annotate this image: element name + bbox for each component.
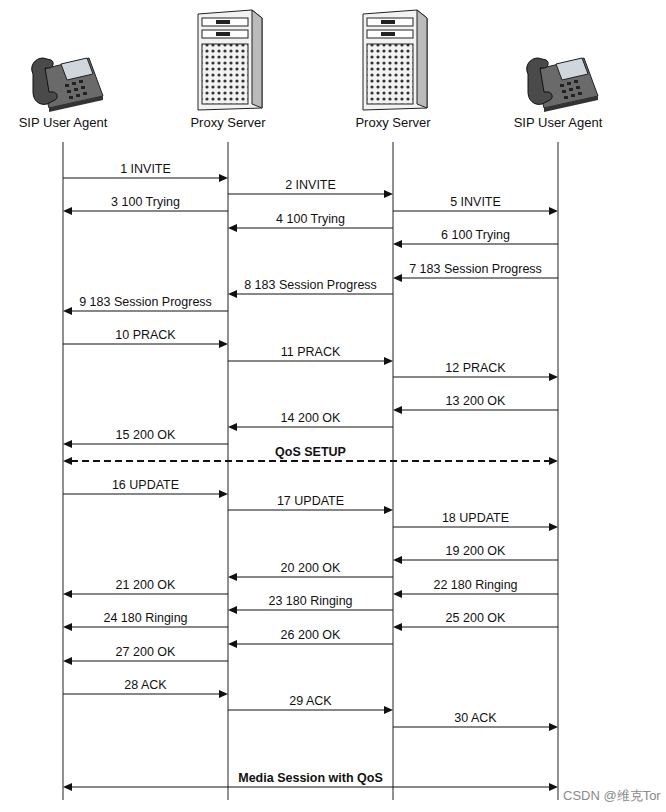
message-label: 21 200 OK: [114, 578, 178, 592]
message-label: 6 100 Trying: [439, 228, 512, 242]
message-label: 30 ACK: [452, 711, 498, 725]
server-icon: [363, 10, 427, 110]
message-label: 13 200 OK: [444, 394, 508, 408]
message-label: 22 180 Ringing: [431, 578, 519, 592]
message-label: 20 200 OK: [279, 561, 343, 575]
message-label: 8 183 Session Progress: [242, 278, 379, 292]
entity-name: SIP User Agent: [512, 115, 605, 131]
entity-label-box: Proxy Server: [353, 115, 432, 131]
entity-label-box: SIP User Agent: [512, 115, 605, 131]
entity-label-box: Proxy Server: [188, 115, 267, 131]
message-label: 24 180 Ringing: [101, 611, 189, 625]
message-label: 17 UPDATE: [275, 494, 346, 508]
entity-name: Proxy Server: [353, 115, 432, 131]
message-label: 18 UPDATE: [440, 511, 511, 525]
message-label: 1 INVITE: [118, 162, 173, 176]
watermark: CSDN @维克Tor: [563, 788, 661, 804]
message-label: 15 200 OK: [114, 428, 178, 442]
message-label: 26 200 OK: [279, 628, 343, 642]
message-label: 4 100 Trying: [274, 212, 347, 226]
message-label: 25 200 OK: [444, 611, 508, 625]
message-label: 10 PRACK: [113, 328, 177, 342]
message-label: 2 INVITE: [283, 178, 338, 192]
message-label: 16 UPDATE: [110, 478, 181, 492]
message-label: 11 PRACK: [279, 345, 343, 359]
server-icon: [198, 10, 262, 110]
message-label: 14 200 OK: [279, 411, 343, 425]
message-label: 29 ACK: [287, 694, 333, 708]
lifelines: [63, 142, 558, 800]
message-label: 28 ACK: [122, 678, 168, 692]
message-label: 7 183 Session Progress: [407, 262, 544, 276]
entity-name: Proxy Server: [188, 115, 267, 131]
message-label: 5 INVITE: [448, 195, 503, 209]
entity-label-box: SIP User Agent: [17, 115, 110, 131]
message-label: 23 180 Ringing: [266, 594, 354, 608]
message-label: 9 183 Session Progress: [77, 295, 214, 309]
message-label: 19 200 OK: [444, 544, 508, 558]
entity-name: SIP User Agent: [17, 115, 110, 131]
phone-icon: [527, 58, 598, 112]
message-label: 27 200 OK: [114, 645, 178, 659]
message-label: 12 PRACK: [443, 361, 507, 375]
phone-icon: [32, 58, 103, 112]
message-label: 3 100 Trying: [109, 195, 182, 209]
message-label: QoS SETUP: [273, 445, 348, 459]
message-label: Media Session with QoS: [236, 771, 384, 785]
